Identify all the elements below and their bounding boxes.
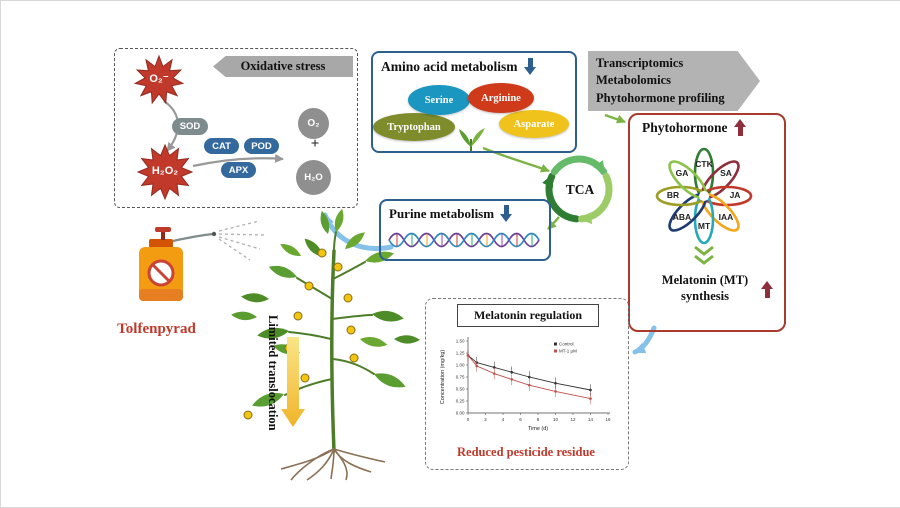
superoxide-burst-icon (133, 54, 185, 105)
asparate-label: Asparate (513, 118, 555, 130)
petal-label-ja: JA (729, 190, 741, 200)
apx-label: APX (228, 164, 249, 176)
cat-label: CAT (212, 140, 231, 152)
svg-text:10: 10 (553, 417, 559, 422)
residue-decline-chart: 0 2 4 6 8 10 12 14 16 0.00 0.25 0.50 0.75 1.00 1.25 1.5… (440, 337, 611, 432)
svg-text:16: 16 (605, 417, 611, 422)
arginine-label: Arginine (481, 92, 521, 104)
superoxide-label: O₂⁻ (149, 73, 169, 85)
purine-title-row: Purine metabolism (389, 205, 513, 222)
dna-helix-icon (388, 232, 540, 248)
svg-text:4: 4 (502, 417, 505, 422)
cat-enzyme-pill: CAT (204, 138, 239, 154)
melatonin-synthesis-text: Melatonin (MT) synthesis (649, 273, 761, 304)
translocation-down-arrow (281, 337, 305, 427)
melatonin-synthesis-line2: synthesis (681, 288, 729, 303)
limited-translocation-label: Limited translocation (266, 315, 280, 431)
o2-circle: O₂ (298, 108, 329, 139)
h2o2-burst-icon (136, 143, 194, 201)
petal-label-mt: MT (697, 221, 711, 231)
svg-text:Control: Control (559, 342, 574, 347)
banner-line-phytohormone-profiling: Phytohormone profiling (596, 90, 725, 105)
amino-acid-title: Amino acid metabolism (381, 58, 518, 74)
amino-asparate: Asparate (499, 110, 569, 138)
svg-text:Concentration (mg/kg): Concentration (mg/kg) (440, 350, 446, 405)
amino-serine: Serine (408, 85, 470, 115)
amino-tryptophan: Tryptophan (373, 113, 455, 141)
petal-label-ctk: CTK (695, 159, 713, 169)
spray-lines (218, 220, 265, 261)
svg-text:0.25: 0.25 (456, 399, 465, 404)
svg-text:0: 0 (467, 417, 470, 422)
flower-center (699, 191, 709, 201)
tryptophan-label: Tryptophan (387, 121, 441, 133)
petal-label-sa: SA (720, 168, 732, 178)
reduced-residue-caption: Reduced pesticide residue (457, 445, 595, 459)
sprout-icon (459, 128, 485, 151)
pod-enzyme-pill: POD (244, 138, 279, 154)
svg-text:1.25: 1.25 (456, 351, 465, 356)
plus-sign: + (310, 136, 320, 152)
h2o2-label: H₂O₂ (151, 165, 179, 177)
oxidative-stress-title: Oxidative stress (240, 59, 326, 73)
svg-text:2: 2 (484, 417, 487, 422)
up-arrow-icon (761, 281, 774, 298)
h2o-label: H₂O (304, 172, 323, 183)
svg-text:8: 8 (537, 417, 540, 422)
serine-label: Serine (424, 94, 454, 106)
phytohormone-title: Phytohormone (642, 119, 728, 135)
h2o-circle: H₂O (296, 160, 331, 195)
svg-text:12: 12 (570, 417, 576, 422)
banner-line-transcriptomics: Transcriptomics (596, 56, 684, 71)
o2-label: O₂ (307, 118, 320, 129)
down-arrow-icon (523, 58, 537, 75)
phytohormone-box (628, 113, 786, 332)
melatonin-regulation-title: Melatonin regulation (473, 308, 583, 322)
pod-label: POD (251, 140, 272, 152)
banner-line-metabolomics: Metabolomics (596, 73, 671, 88)
purine-box (379, 199, 551, 261)
melatonin-synthesis-line1: Melatonin (MT) (661, 273, 749, 287)
amino-arginine: Arginine (468, 83, 534, 113)
prohibition-icon (147, 259, 175, 287)
omics-banner: Transcriptomics Metabolomics Phytohormon… (588, 51, 760, 111)
melatonin-regulation-box (425, 298, 629, 470)
roots (280, 448, 386, 481)
plant-icon (231, 208, 420, 481)
svg-text:6: 6 (519, 417, 522, 422)
sod-enzyme-pill: SOD (172, 118, 208, 135)
purine-title: Purine metabolism (389, 205, 495, 221)
amino-acid-title-row: Amino acid metabolism (381, 58, 537, 75)
svg-text:0.50: 0.50 (456, 387, 465, 392)
sprayer-icon (139, 220, 265, 301)
up-arrow-icon (733, 119, 747, 136)
phytohormone-title-row: Phytohormone (642, 119, 747, 136)
svg-text:MT-1 μM: MT-1 μM (559, 349, 577, 354)
melatonin-regulation-ribbon: Melatonin regulation (457, 304, 599, 327)
apx-enzyme-pill: APX (221, 162, 256, 178)
svg-text:0.75: 0.75 (456, 375, 465, 380)
petal-label-br: BR (666, 190, 680, 200)
petal-label-aba: ABA (672, 212, 692, 222)
tca-cycle-icon (542, 155, 613, 225)
sod-label: SOD (179, 121, 201, 132)
green-flow-arrows (482, 113, 714, 265)
tca-label: TCA (565, 182, 595, 197)
down-arrow-icon (500, 205, 513, 222)
petal-label-ga: GA (675, 168, 689, 178)
svg-text:1.50: 1.50 (456, 339, 465, 344)
oxidative-stress-ribbon: Oxidative stress (213, 56, 353, 77)
petal-label-iaa: IAA (718, 212, 734, 222)
tolfenpyrad-label: Tolfenpyrad (117, 321, 196, 337)
svg-text:14: 14 (588, 417, 594, 422)
svg-text:Time (d): Time (d) (528, 426, 548, 432)
oxidative-stress-box (114, 48, 358, 208)
svg-text:0.00: 0.00 (456, 411, 465, 416)
amino-acid-box (371, 51, 577, 153)
svg-text:1.00: 1.00 (456, 363, 465, 368)
